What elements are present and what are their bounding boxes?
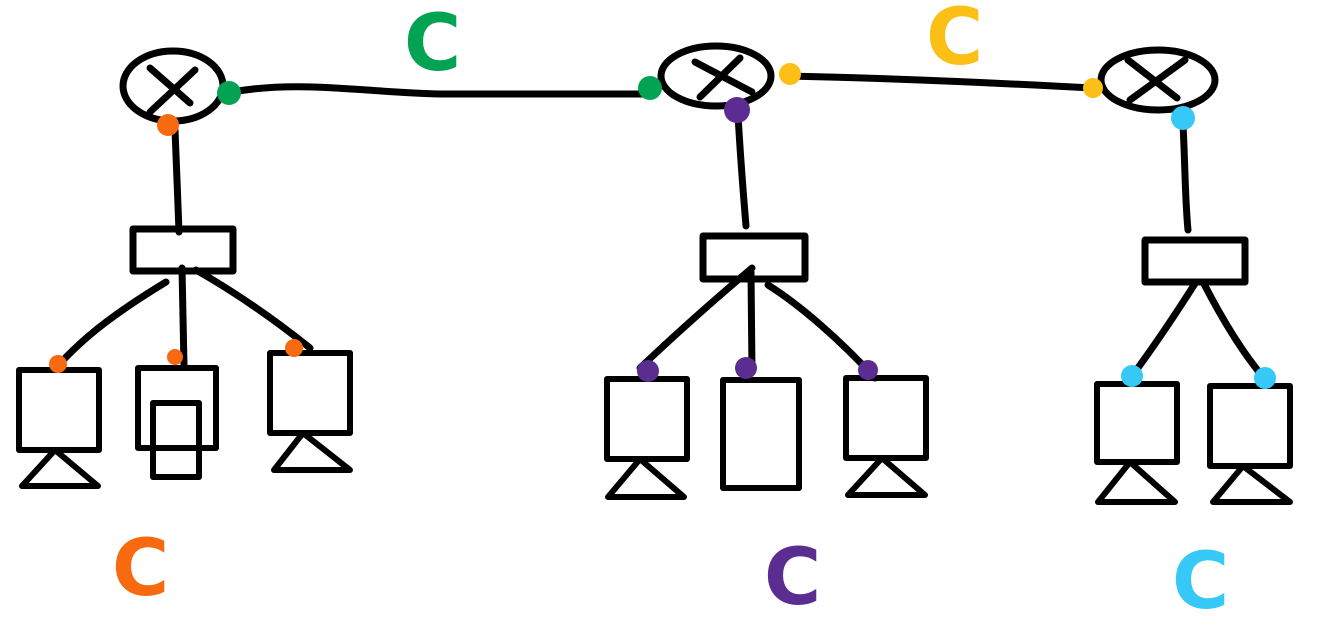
label-group-cyan: C <box>1172 537 1229 626</box>
switch-x-icon <box>1124 56 1189 104</box>
port-dot-green <box>217 81 241 105</box>
port-dot-orange <box>167 349 183 365</box>
drop-1b <box>178 264 188 370</box>
link-switch1-switch2 <box>228 83 652 98</box>
label-group-purple: C <box>764 533 821 623</box>
drop-3a <box>1128 278 1200 380</box>
port-dot-purple <box>735 357 757 379</box>
port-dot-orange <box>157 114 179 136</box>
monitor-stand <box>845 455 928 498</box>
monitor-screen <box>1094 381 1180 465</box>
device-1b <box>135 365 219 480</box>
connection-dots <box>49 63 1276 389</box>
port-dot-purple <box>724 97 750 123</box>
uplink-group-2 <box>734 111 750 230</box>
port-dot-cyan <box>1171 106 1195 130</box>
monitor-stand <box>271 430 353 473</box>
monitor-stand <box>19 447 101 489</box>
switch-3 <box>1097 46 1219 114</box>
port-dot-cyan <box>1121 365 1143 387</box>
port-dot-orange <box>285 339 303 357</box>
monitor-stand <box>605 456 687 500</box>
switch-circle <box>657 42 775 110</box>
drop-1a <box>52 278 170 372</box>
port-dot-purple <box>637 360 659 382</box>
tower-box <box>720 377 802 491</box>
monitor-screen <box>604 376 690 462</box>
port-dot-orange <box>49 355 67 373</box>
port-dot-cyan <box>1254 367 1276 389</box>
monitor-screen <box>1207 383 1293 469</box>
monitor-screen <box>16 367 102 453</box>
device-box <box>135 365 219 451</box>
uplink-group-1 <box>171 126 183 236</box>
device-3a <box>1094 381 1180 505</box>
device-2b <box>720 377 802 491</box>
drop-2c <box>764 281 879 382</box>
device-1c <box>267 350 353 473</box>
device-1a <box>16 367 102 489</box>
port-dot-yellow <box>779 63 801 85</box>
port-dot-purple <box>858 360 878 380</box>
link-switch2-switch3 <box>784 72 1096 92</box>
label-link-green: C <box>404 0 461 89</box>
drop-2b <box>747 268 756 376</box>
switch-2 <box>657 42 775 110</box>
device-2a <box>604 376 690 500</box>
label-link-yellow: C <box>926 0 983 83</box>
monitor-stand <box>1210 463 1293 505</box>
monitor-screen <box>843 375 929 461</box>
switch-circle <box>1097 46 1219 114</box>
switch-x-icon <box>146 64 199 116</box>
drop-3b <box>1199 278 1268 382</box>
port-dot-green <box>638 76 662 100</box>
tower-box <box>150 400 202 480</box>
device-2c <box>843 375 929 498</box>
drop-2a <box>636 264 756 372</box>
switch-1 <box>119 47 227 125</box>
label-group-orange: C <box>112 524 169 614</box>
device-3b <box>1207 383 1293 505</box>
monitor-stand <box>1095 459 1178 505</box>
switch-x-icon <box>691 54 756 101</box>
monitor-screen <box>267 350 353 436</box>
drop-1c <box>192 266 314 352</box>
port-dot-yellow <box>1083 78 1103 98</box>
uplink-group-3 <box>1179 121 1192 234</box>
hub-3 <box>1141 236 1249 286</box>
